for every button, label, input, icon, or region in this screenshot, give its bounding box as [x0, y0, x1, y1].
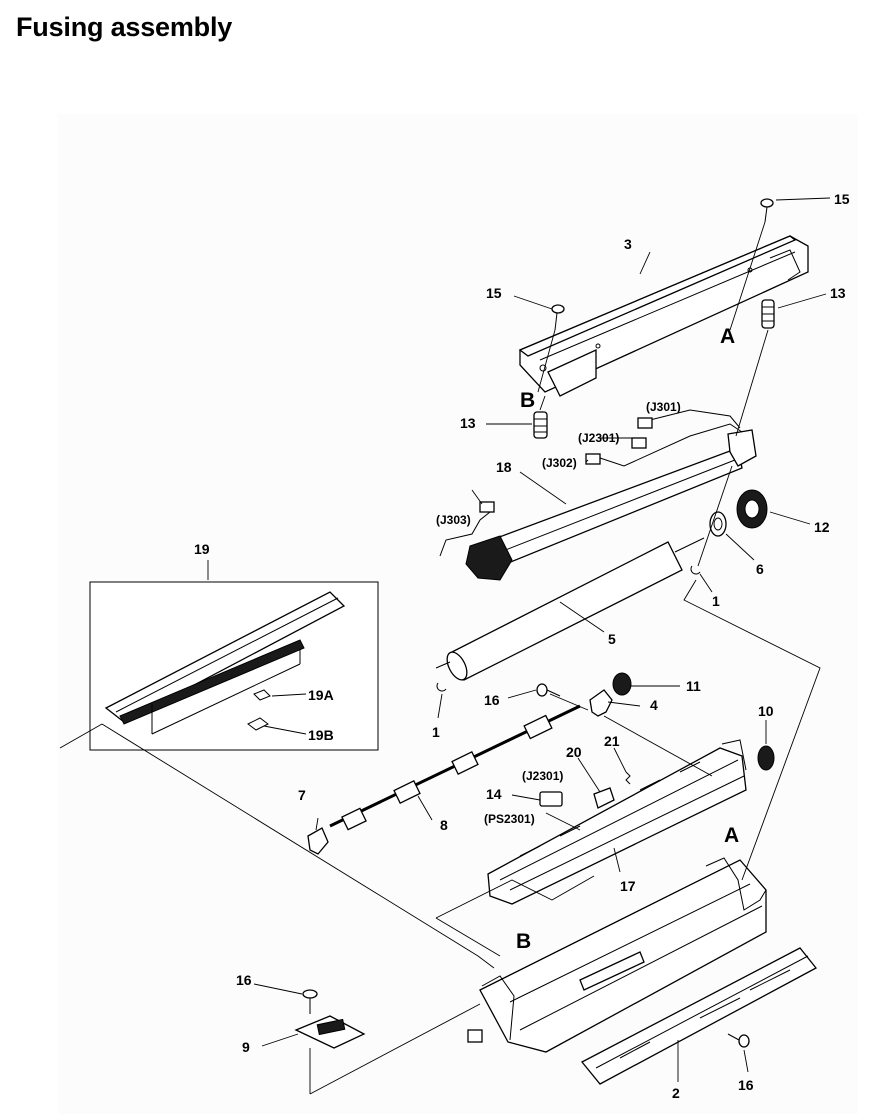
callout-14: 14 — [486, 786, 502, 802]
callout-3: 3 — [624, 236, 632, 252]
part-16-screw-lower-left — [302, 989, 318, 1014]
callout-20: 20 — [566, 744, 582, 760]
leader-lines — [207, 197, 831, 1082]
callout-18: 18 — [496, 459, 512, 475]
callout-19a: 19A — [308, 687, 334, 703]
part-2-lower-guide — [580, 947, 817, 1085]
part-16-screw-middle — [536, 683, 561, 697]
callout-1-left: 1 — [432, 724, 440, 740]
callout-15-top: 15 — [834, 191, 850, 207]
callout-16-lower-right: 16 — [738, 1077, 754, 1093]
connector-label-j303: (J303) — [436, 513, 471, 527]
reference-letter-b-top: B — [520, 389, 535, 412]
part-21-spring — [625, 771, 631, 785]
part-17-exit-guide — [487, 739, 747, 905]
part-4-bracket — [589, 689, 613, 717]
callout-5: 5 — [608, 631, 616, 647]
reference-letter-a-bottom: A — [724, 824, 739, 847]
callout-7: 7 — [298, 787, 306, 803]
callout-17: 17 — [620, 878, 636, 894]
callout-6: 6 — [756, 561, 764, 577]
connector-label-j2301-middle: (J2301) — [522, 769, 563, 783]
part-7-bushing — [307, 827, 329, 855]
callout-21: 21 — [604, 733, 620, 749]
connector-label-j2301-top: (J2301) — [578, 431, 619, 445]
callout-13-right: 13 — [830, 285, 846, 301]
callout-1-right: 1 — [712, 593, 720, 609]
callout-4: 4 — [650, 697, 658, 713]
callout-2: 2 — [672, 1085, 680, 1101]
part-19-inset-box — [89, 581, 379, 751]
callout-16-middle: 16 — [484, 692, 500, 708]
part-3-top-cover — [518, 235, 809, 397]
callout-9: 9 — [242, 1039, 250, 1055]
callout-19b: 19B — [308, 727, 334, 743]
part-1-e-ring-left — [436, 682, 447, 692]
part-14-sensor — [539, 791, 563, 807]
callout-13-left: 13 — [460, 415, 476, 431]
part-20-actuator — [593, 787, 615, 809]
callout-8: 8 — [440, 817, 448, 833]
fuser-frame — [467, 857, 767, 1053]
assembly-lines — [59, 221, 821, 1095]
reference-letter-b-bottom: B — [516, 930, 531, 953]
page-title: Fusing assembly — [16, 12, 233, 42]
connector-label-ps2301: (PS2301) — [484, 812, 535, 826]
part-11-gear — [612, 672, 632, 696]
part-12-gear — [736, 489, 768, 529]
connector-label-j302: (J302) — [542, 456, 577, 470]
reference-letter-a-top: A — [720, 325, 735, 348]
part-10-gear — [757, 745, 775, 771]
connector-label-j301: (J301) — [646, 400, 681, 414]
part-16-screw-lower-right — [727, 1033, 750, 1048]
callout-16-lower-left: 16 — [236, 972, 252, 988]
part-9-bracket — [294, 1015, 366, 1049]
part-5-pressure-roller — [435, 537, 705, 681]
part-13-spring-left — [533, 411, 548, 439]
callout-15-left: 15 — [486, 285, 502, 301]
part-15-screw-upper — [760, 198, 774, 223]
part-18-heat-roller-assembly — [439, 409, 757, 581]
callout-19: 19 — [194, 541, 210, 557]
callout-12: 12 — [814, 519, 830, 535]
callout-11: 11 — [686, 678, 701, 694]
part-1-e-ring-right — [690, 565, 701, 575]
part-13-spring-right — [761, 299, 775, 329]
callout-10: 10 — [758, 703, 774, 719]
part-8-exit-roller-shaft — [329, 704, 581, 831]
